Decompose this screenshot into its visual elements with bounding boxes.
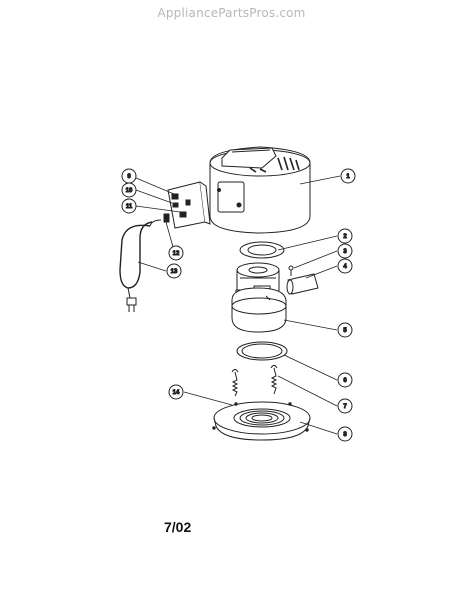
part-base[interactable] <box>212 401 311 441</box>
callout-13[interactable]: 13 <box>166 263 182 279</box>
svg-text:8: 8 <box>343 432 347 438</box>
part-capacitor[interactable] <box>286 273 319 295</box>
svg-text:3: 3 <box>343 249 347 255</box>
callout-4[interactable]: 4 <box>337 258 353 274</box>
svg-text:14: 14 <box>173 390 180 396</box>
part-motor[interactable] <box>231 262 287 333</box>
svg-text:11: 11 <box>126 204 133 210</box>
part-gasket-bottom[interactable] <box>236 341 288 361</box>
part-control-panel[interactable] <box>149 181 211 229</box>
part-power-cord[interactable] <box>119 221 153 312</box>
date-code: 7/02 <box>164 519 192 535</box>
svg-text:13: 13 <box>171 269 178 275</box>
callout-5[interactable]: 5 <box>337 322 353 338</box>
callout-10[interactable]: 10 <box>121 182 137 198</box>
callout-6[interactable]: 6 <box>337 372 353 388</box>
callout-8[interactable]: 8 <box>337 426 353 442</box>
svg-text:6: 6 <box>343 378 347 384</box>
watermark-text: AppliancePartsPros.com <box>157 6 306 20</box>
callout-3[interactable]: 3 <box>337 243 353 259</box>
svg-text:1: 1 <box>346 174 350 180</box>
callout-2[interactable]: 2 <box>337 228 353 244</box>
svg-text:7: 7 <box>343 404 347 410</box>
callout-1[interactable]: 1 <box>340 168 356 184</box>
callout-12[interactable]: 12 <box>168 245 184 261</box>
callout-bubbles: 1 2 3 4 5 6 7 8 9 10 11 12 13 14 <box>121 168 356 442</box>
svg-text:2: 2 <box>343 234 347 240</box>
svg-text:5: 5 <box>343 328 347 334</box>
callout-11[interactable]: 11 <box>121 198 137 214</box>
part-gasket-top[interactable] <box>239 241 285 259</box>
svg-text:4: 4 <box>343 264 347 270</box>
callout-14[interactable]: 14 <box>168 384 184 400</box>
svg-text:10: 10 <box>126 188 133 194</box>
svg-text:9: 9 <box>127 174 131 180</box>
leader-lines <box>135 175 341 435</box>
callout-9[interactable]: 9 <box>121 168 137 184</box>
part-housing[interactable] <box>209 146 311 234</box>
callout-7[interactable]: 7 <box>337 398 353 414</box>
part-springs[interactable] <box>231 365 278 397</box>
part-screw[interactable] <box>288 265 294 276</box>
svg-text:12: 12 <box>173 251 180 257</box>
